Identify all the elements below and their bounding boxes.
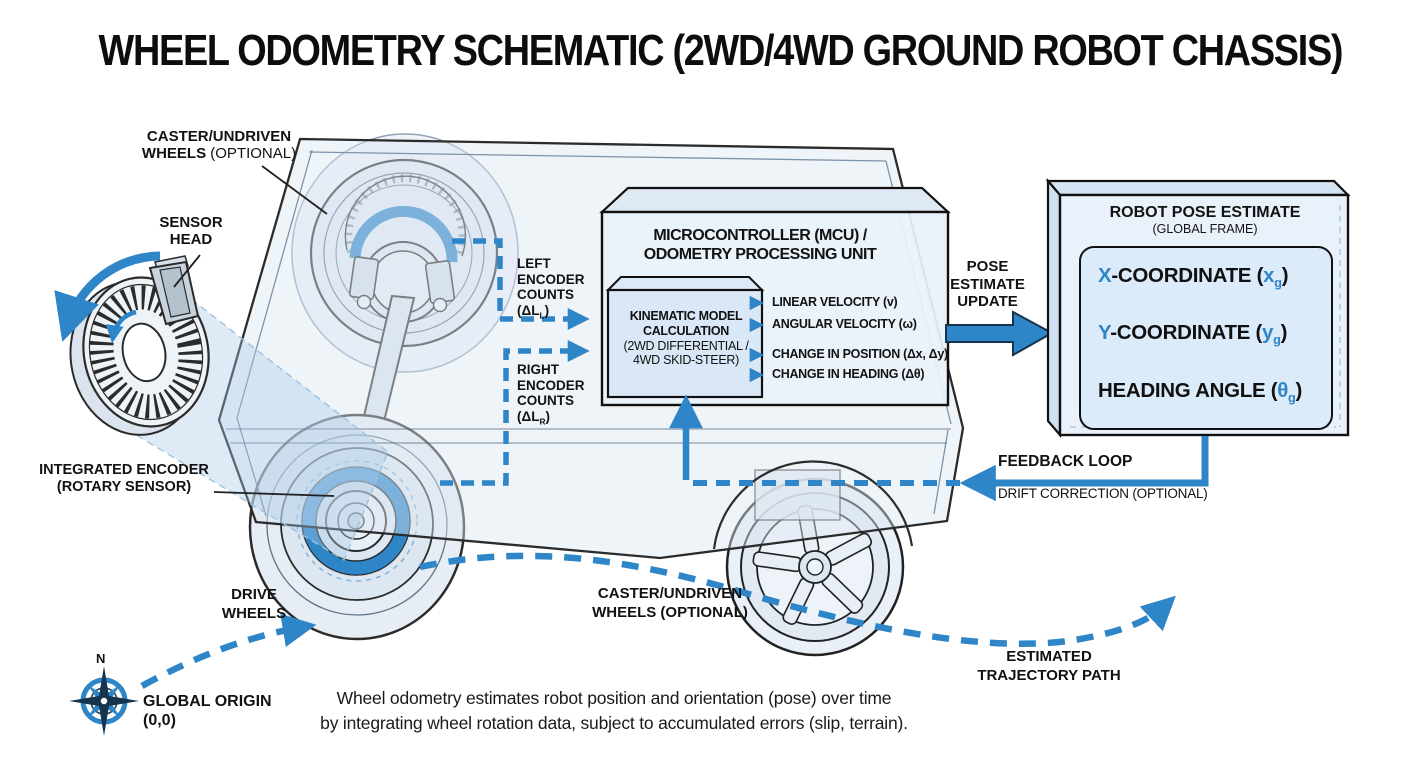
right-encoder-path	[440, 340, 590, 486]
rotation-arrow-icon	[54, 251, 161, 342]
encoder-count-paths	[440, 238, 590, 486]
integrated-encoder-line1: INTEGRATED ENCODER	[39, 462, 209, 478]
mcu-output-arrows	[749, 295, 765, 383]
caption-line1: Wheel odometry estimates robot position …	[336, 688, 892, 708]
drift-correction-label: DRIFT CORRECTION (OPTIONAL)	[998, 486, 1208, 501]
pose-update-label: POSE ESTIMATE UPDATE	[950, 258, 1025, 311]
drive-wheels-label: DRIVE WHEELS	[221, 586, 287, 622]
feedback-loop-label: FEEDBACK LOOP	[998, 453, 1133, 470]
inner-rotation-arrow-icon	[105, 309, 137, 344]
encoder-disc-callout	[54, 251, 389, 562]
sensor-head-label: SENSOR HEAD	[159, 214, 223, 249]
feedback-loop-path	[669, 394, 1209, 502]
caster-top-bold: CASTER/UNDRIVEN WHEELS	[141, 128, 292, 163]
output-angular-velocity: ANGULAR VELOCITY (ω)	[772, 317, 917, 331]
mcu-title: MICROCONTROLLER (MCU) / ODOMETRY PROCESS…	[643, 227, 877, 264]
caption: Wheel odometry estimates robot position …	[274, 686, 954, 737]
caster-top-label: CASTER/UNDRIVEN WHEELS (OPTIONAL)	[130, 128, 308, 163]
pointer-lines	[173, 165, 335, 497]
global-origin-label: GLOBAL ORIGIN (0,0)	[143, 693, 272, 730]
pose-row-x: X-COORDINATE (xg)	[1098, 264, 1289, 291]
kinematic-model-label: KINEMATIC MODEL CALCULATION (2WD DIFFERE…	[623, 309, 749, 368]
pose-panel	[1045, 178, 1351, 438]
pose-update-arrow	[945, 310, 1055, 357]
caption-line2: by integrating wheel rotation data, subj…	[320, 713, 908, 734]
trajectory-label: ESTIMATED TRAJECTORY PATH	[977, 648, 1121, 684]
pose-panel-title: ROBOT POSE ESTIMATE (GLOBAL FRAME)	[1109, 204, 1301, 237]
integrated-encoder-line2: (ROTARY SENSOR)	[56, 478, 192, 495]
compass-rose-icon	[69, 666, 139, 736]
output-change-position: CHANGE IN POSITION (Δx, Δy)	[772, 347, 948, 361]
page-title: WHEEL ODOMETRY SCHEMATIC (2WD/4WD GROUND…	[98, 26, 1344, 75]
left-encoder-counts-label: LEFT ENCODER COUNTS (ΔLL)	[517, 256, 585, 321]
integrated-encoder-label: INTEGRATED ENCODER (ROTARY SENSOR)	[28, 462, 220, 495]
caster-top-note: (OPTIONAL)	[210, 145, 297, 163]
output-change-heading: CHANGE IN HEADING (Δθ)	[772, 367, 925, 381]
output-linear-velocity: LINEAR VELOCITY (v)	[772, 295, 898, 309]
caster-bottom-label: CASTER/UNDRIVEN WHEELS (OPTIONAL)	[592, 585, 748, 621]
left-encoder-path	[452, 238, 590, 330]
pose-row-heading: HEADING ANGLE (θg)	[1098, 379, 1303, 406]
left-upper-encoder-wheel	[291, 133, 519, 373]
right-encoder-counts-label: RIGHT ENCODER COUNTS (ΔLR)	[517, 362, 585, 427]
compass-north-label: N	[96, 651, 106, 666]
pose-row-y: Y-COORDINATE (yg)	[1098, 321, 1288, 348]
estimated-trajectory-path	[140, 552, 1176, 689]
sensor-head-icon	[148, 255, 200, 326]
